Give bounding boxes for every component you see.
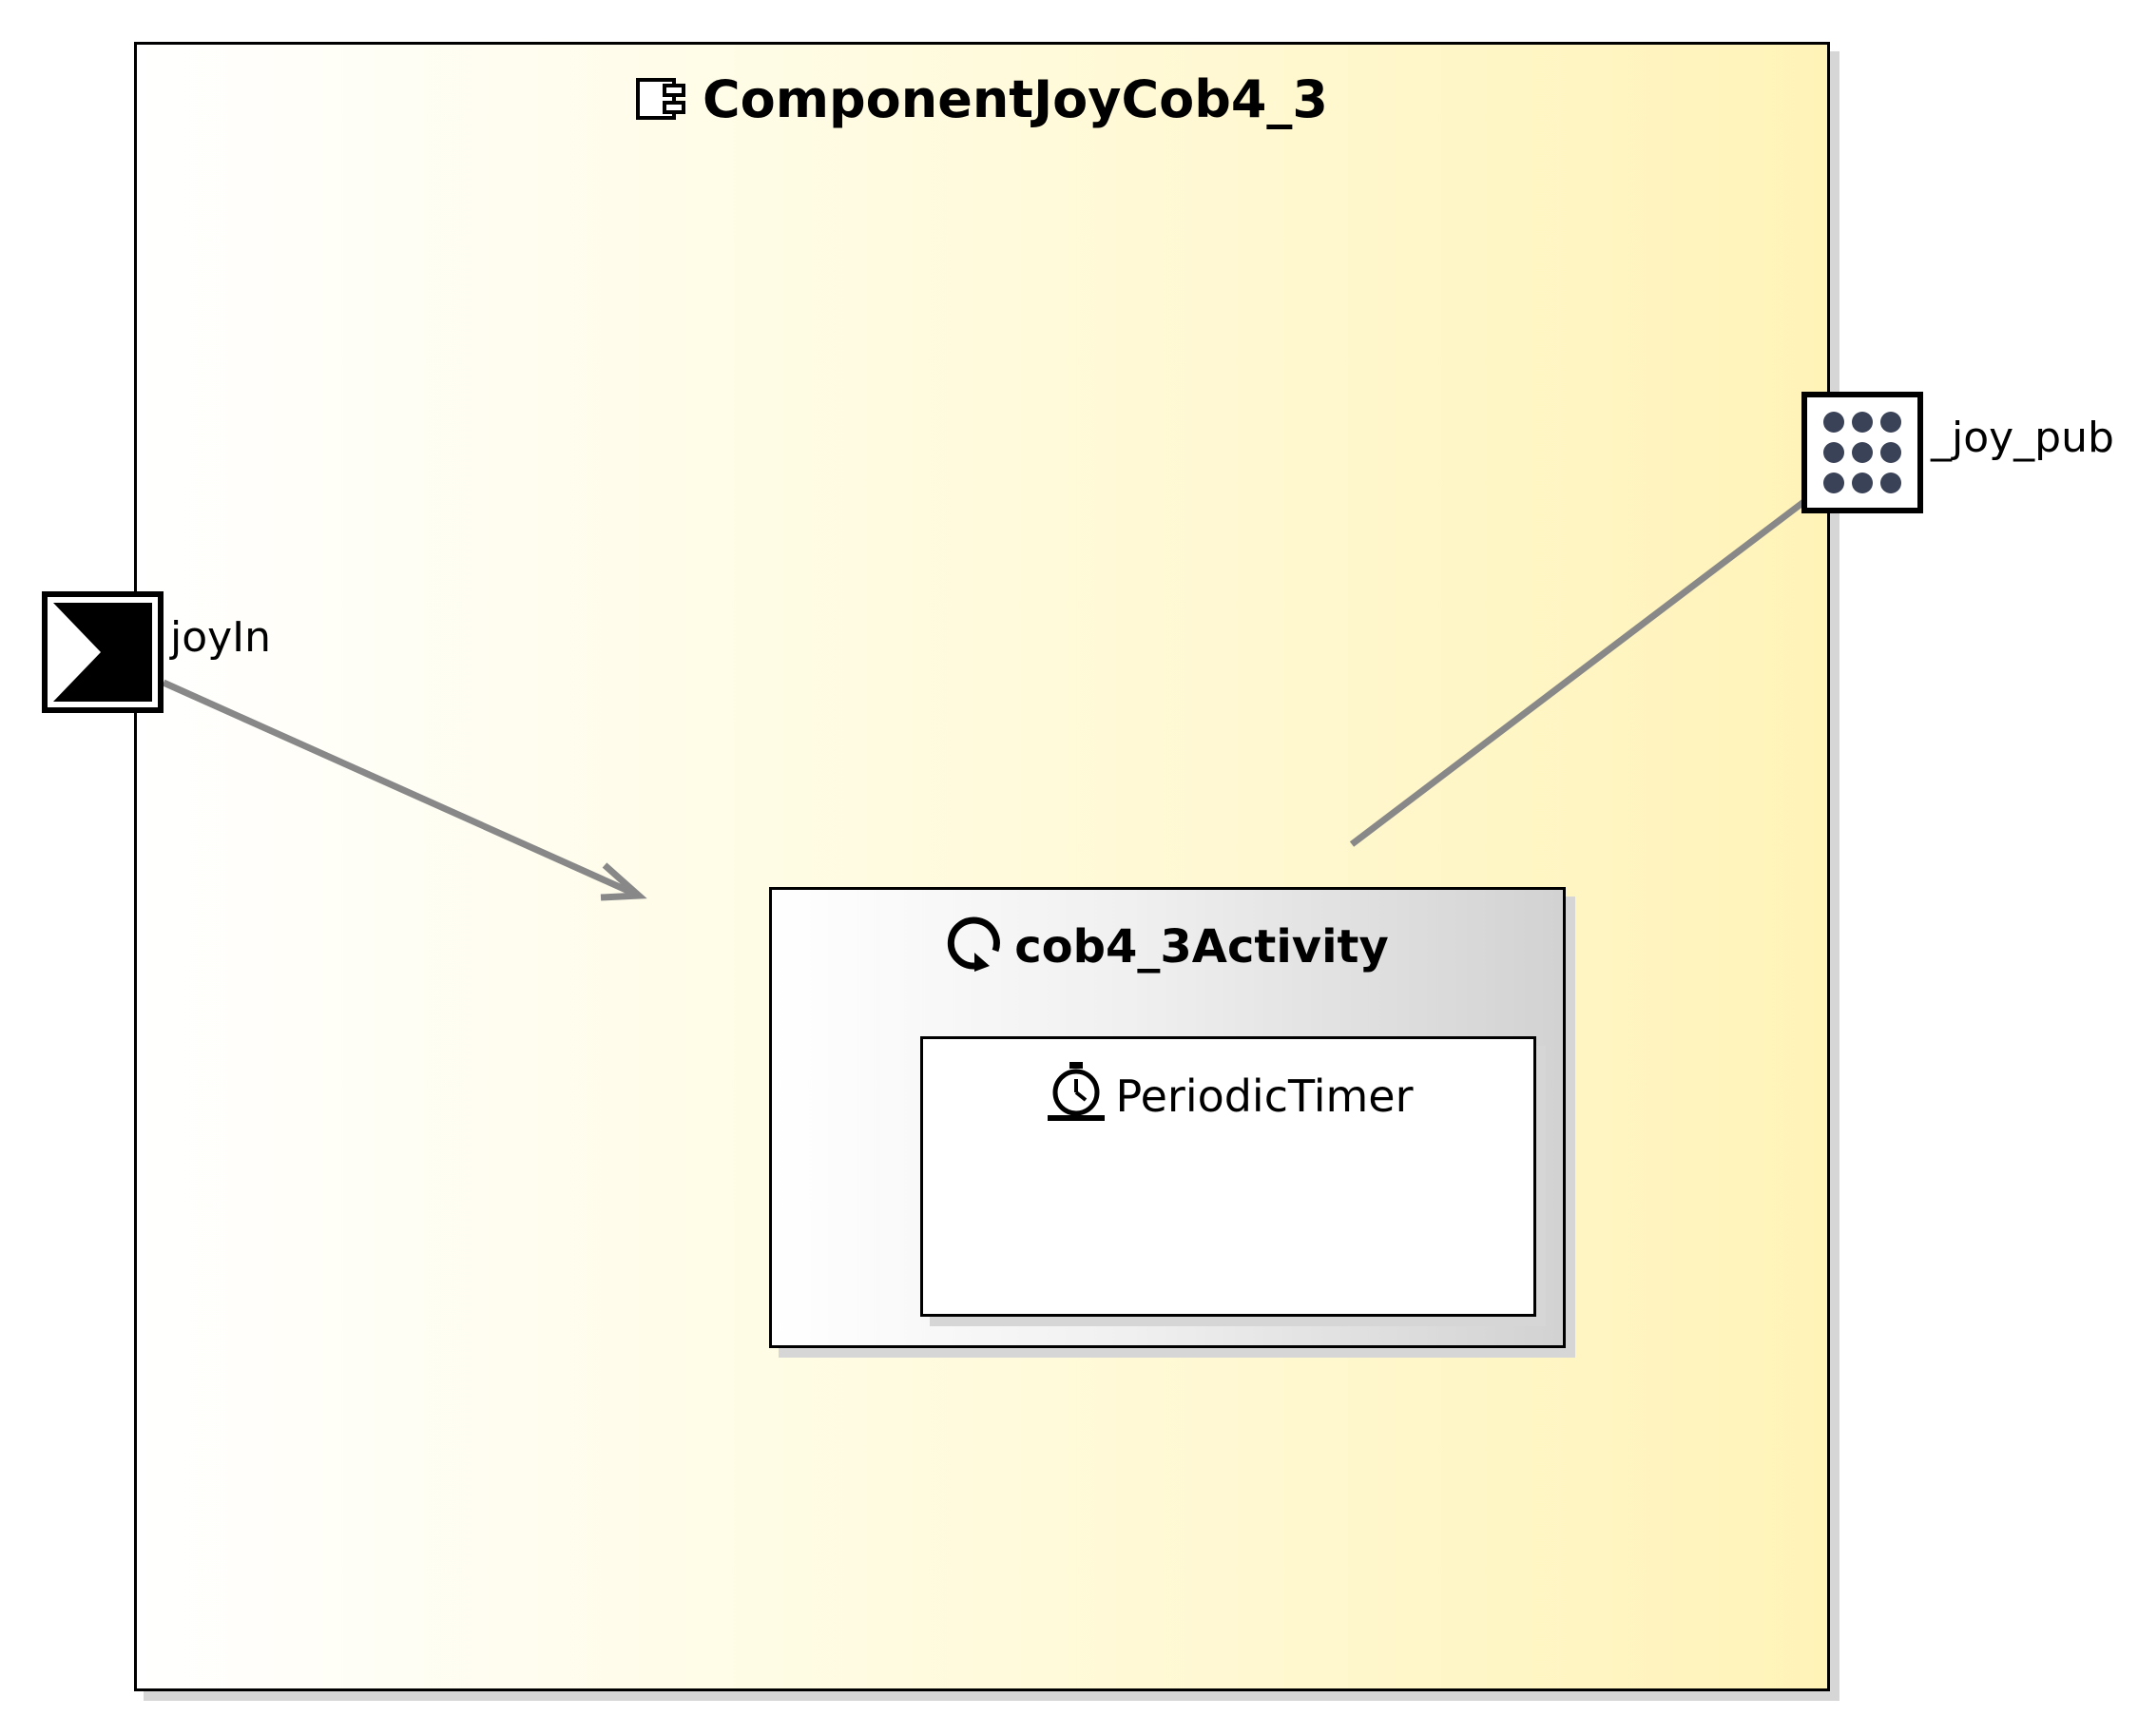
connector-arrowhead <box>600 862 647 901</box>
joyin-port[interactable] <box>42 591 164 713</box>
activity-cycle-icon <box>946 913 1003 983</box>
component-box[interactable]: ComponentJoyCob4_3 cob4_3Activity <box>134 42 1830 1691</box>
connector-activity-to-joypub[interactable] <box>1349 497 1809 847</box>
component-title: ComponentJoyCob4_3 <box>137 69 1827 133</box>
activity-box[interactable]: cob4_3Activity PeriodicTimer <box>769 887 1566 1348</box>
joypub-port[interactable] <box>1801 392 1923 513</box>
timer-box[interactable]: PeriodicTimer <box>920 1036 1536 1317</box>
timer-name: PeriodicTimer <box>1115 1071 1414 1122</box>
component-icon <box>636 73 689 133</box>
activity-name: cob4_3Activity <box>1014 920 1389 974</box>
timer-title: PeriodicTimer <box>923 1060 1533 1133</box>
stopwatch-icon <box>1044 1060 1108 1133</box>
publisher-port-icon <box>1813 403 1912 502</box>
joypub-port-label: _joy_pub <box>1931 414 2114 462</box>
joyin-port-label: joyIn <box>170 613 272 662</box>
activity-title: cob4_3Activity <box>772 913 1563 983</box>
input-port-icon <box>53 603 152 702</box>
component-name: ComponentJoyCob4_3 <box>703 69 1328 129</box>
connector-joyin-to-activity[interactable] <box>162 679 641 899</box>
